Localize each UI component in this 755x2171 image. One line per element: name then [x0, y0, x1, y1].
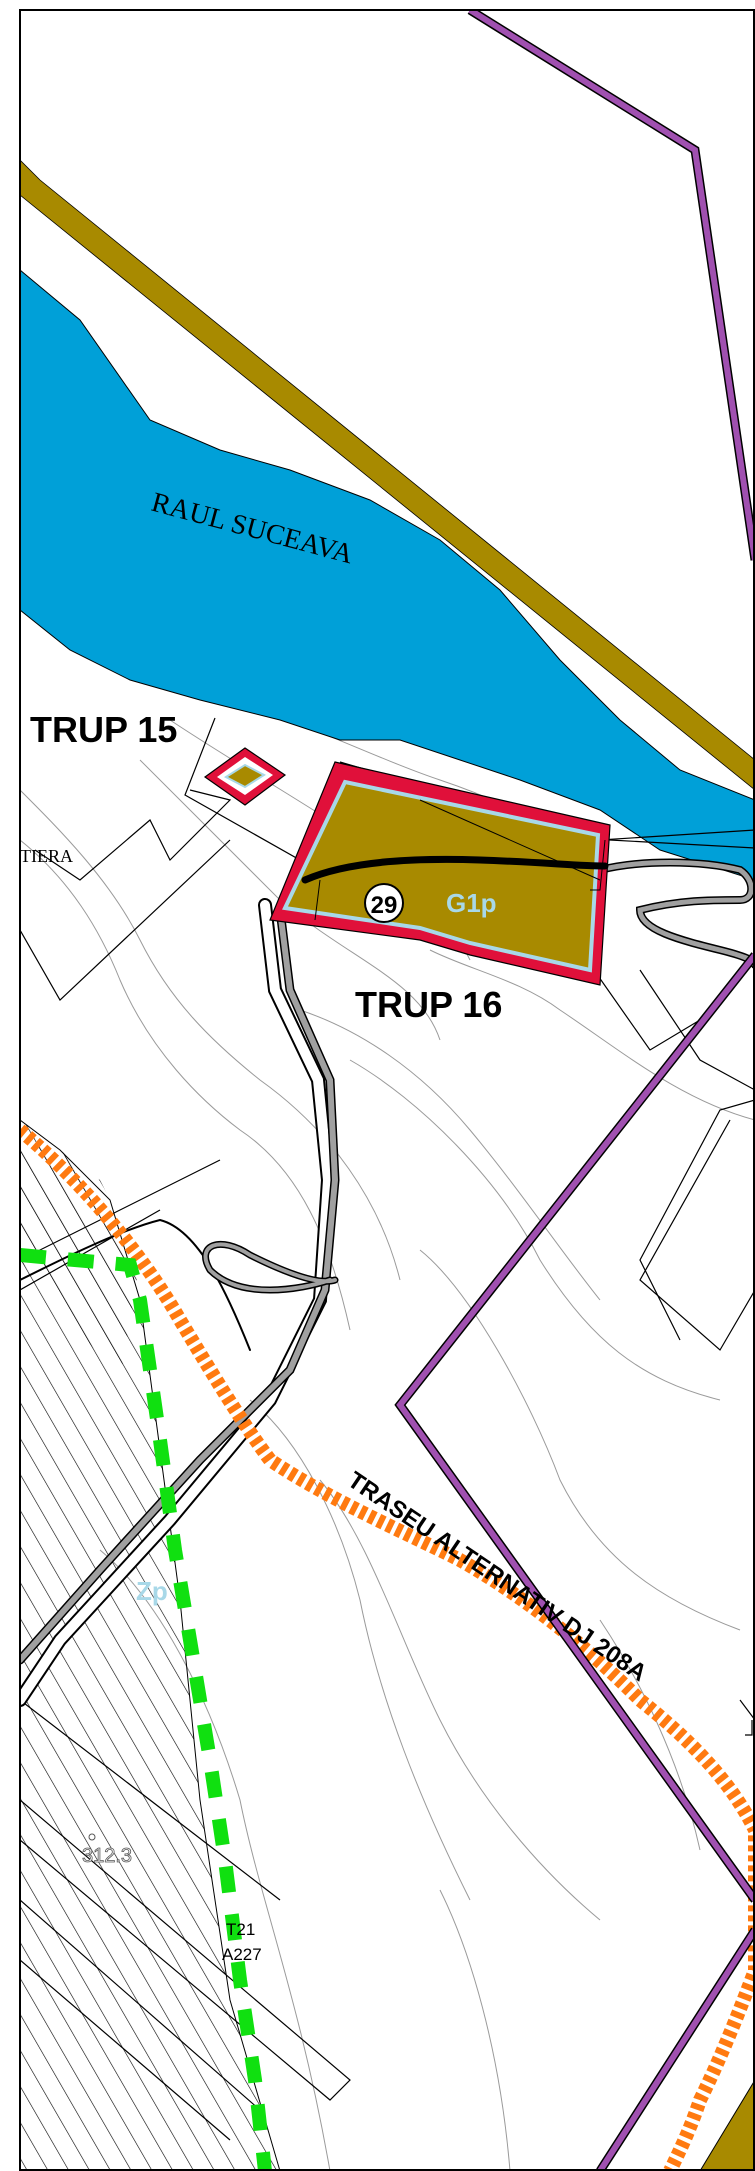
olive-stripe [20, 159, 755, 791]
grey-road [20, 858, 755, 1665]
parcel-label-line2: A227 [222, 1945, 262, 1964]
trup-15-label: TRUP 15 [30, 709, 177, 750]
zone-marker-circle [364, 883, 404, 923]
parcel-lines [20, 1159, 351, 2141]
river-suceava [20, 269, 755, 881]
trup-15-parcel [203, 747, 287, 806]
map-frame [19, 9, 755, 2171]
olive-corner [699, 2079, 755, 2171]
parcel-label-line1: T21 [226, 1920, 255, 1939]
zone-code-label: G1p [446, 888, 497, 918]
elevation-point-icon [88, 1833, 96, 1841]
partial-place-label: TIERA [20, 846, 73, 866]
tick-mark [745, 1720, 753, 1736]
trup-16-label: TRUP 16 [355, 984, 502, 1025]
purple-boundary-fill [396, 10, 755, 2171]
green-dashed-boundary [20, 1248, 272, 2171]
orange-route [20, 1124, 755, 2171]
zone-number-label: 29 [371, 892, 398, 919]
trup-16-parcel [269, 761, 611, 986]
elevation-label: 312.3 [82, 1845, 132, 1867]
green-zone-label: Zp [136, 1576, 168, 1606]
